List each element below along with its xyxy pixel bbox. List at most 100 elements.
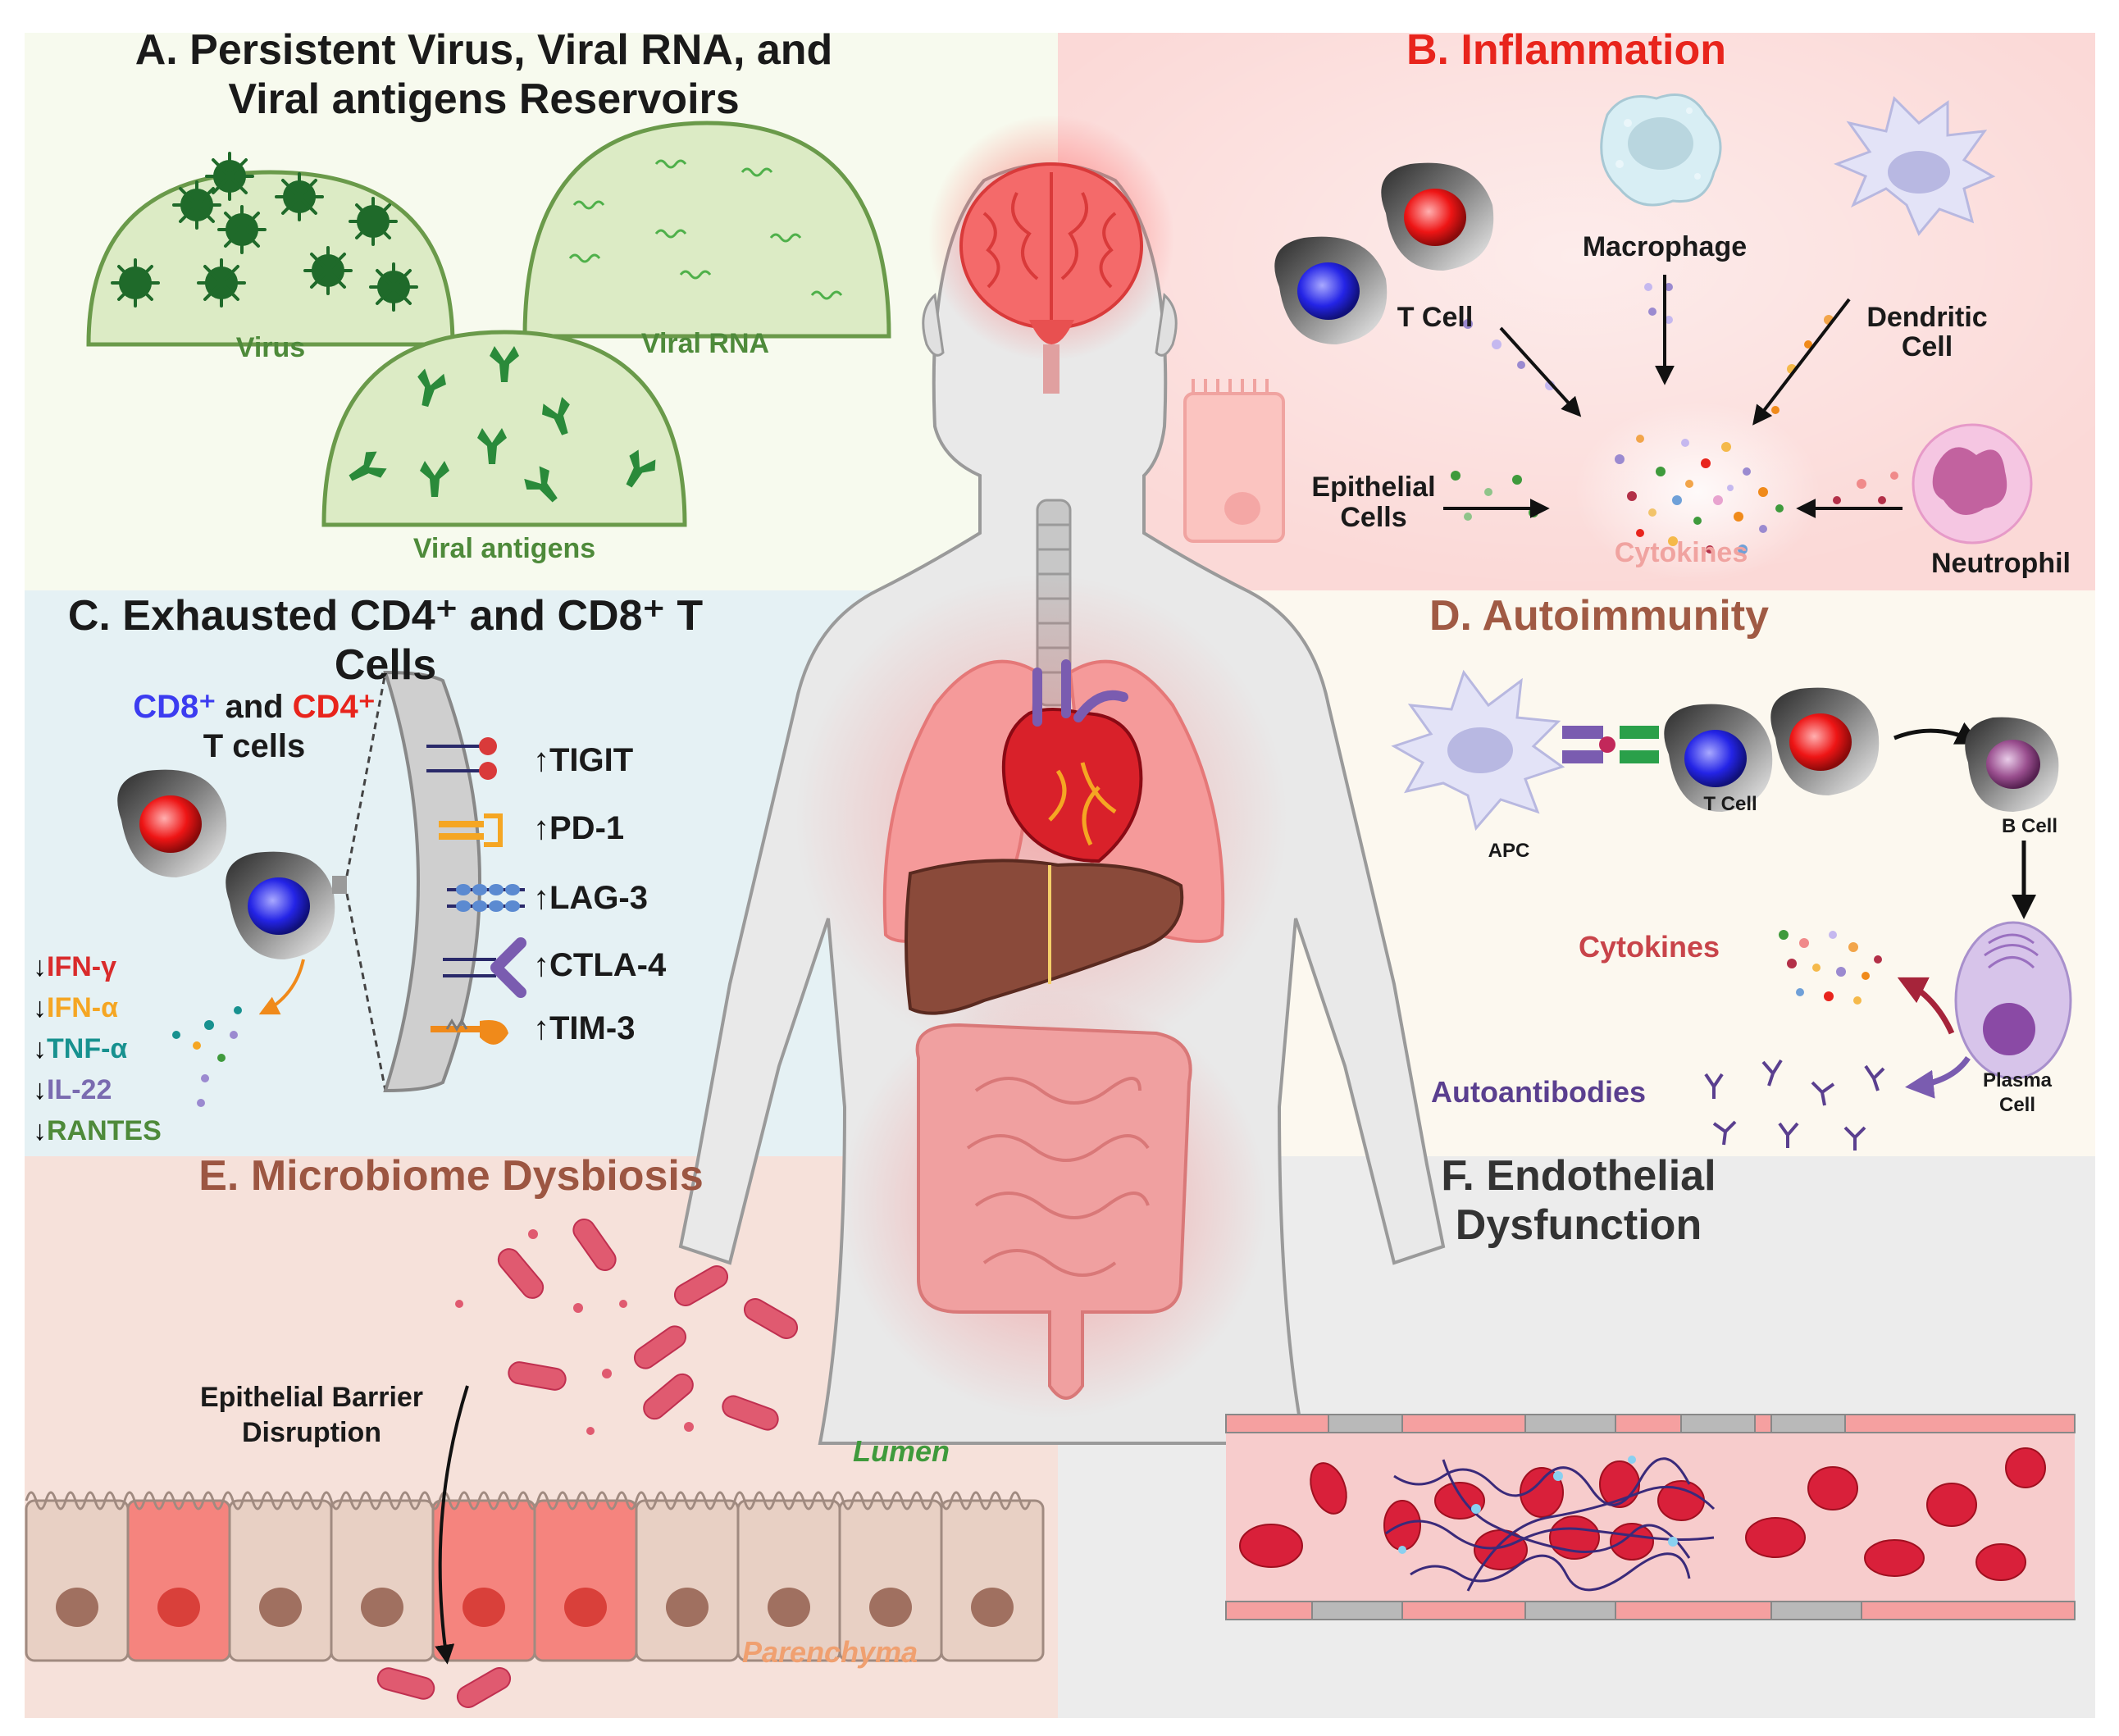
autoantibodies-label: Autoantibodies — [1431, 1075, 1646, 1109]
cytokine-dots — [1615, 435, 1784, 554]
apc-label: APC — [1488, 840, 1530, 862]
ifn-alpha-label: IFN-α — [47, 992, 118, 1023]
bcell-label: B Cell — [2001, 815, 2057, 837]
dendritic-cell-icon — [1833, 96, 1996, 236]
plasma-label-line1: Plasma — [1982, 1069, 2053, 1091]
cd4-label: CD4⁺ — [292, 689, 376, 725]
viral-rna-reservoir — [522, 121, 891, 339]
viral-antigens-label: Viral antigens — [412, 533, 596, 564]
inflammation-arrows — [1443, 275, 1903, 518]
neutrophil-icon — [1912, 423, 2033, 544]
ifn-gamma-label: IFN-γ — [47, 951, 116, 982]
cytokine-source-dots — [1451, 283, 1898, 521]
dendritic-label-line2: Cell — [1901, 331, 1953, 362]
d-tcell-label: T Cell — [1703, 793, 1757, 815]
virus-label: Virus — [235, 332, 306, 363]
down-arrow: ↓ — [33, 951, 47, 982]
mhc-tcr-synapse-icon — [1562, 726, 1659, 763]
marker-ctla4: ↑CTLA-4 — [533, 947, 667, 983]
viral-antigen-reservoir — [321, 330, 687, 527]
macrophage-icon — [1600, 93, 1722, 207]
pd1-receptor-icon — [439, 813, 503, 847]
plasma-cell-icon — [1954, 921, 2072, 1080]
and-label: and — [216, 689, 293, 725]
cytokine-ifn-alpha: ↓IFN-α — [33, 992, 118, 1023]
panel-b-title: B. Inflammation — [1406, 26, 1727, 74]
blood-vessel — [1225, 1414, 2076, 1620]
down-arrow: ↓ — [33, 1074, 47, 1105]
b-cell-icon — [1965, 717, 2059, 812]
panel-d-title: D. Autoimmunity — [1429, 592, 1770, 640]
epithelial-label-line1: Epithelial — [1311, 472, 1436, 503]
brain-icon — [959, 162, 1143, 394]
cd8-label: CD8⁺ — [133, 689, 216, 725]
marker-lag3: ↑LAG-3 — [533, 880, 648, 916]
barrier-label-line2: Disruption — [242, 1417, 381, 1448]
plasma-label-line2: Cell — [1998, 1094, 2035, 1116]
t-cell-cd4-icon — [117, 769, 227, 877]
cytokine-ifn-gamma: ↓IFN-γ — [33, 951, 116, 982]
parenchyma-label: Parenchyma — [742, 1635, 918, 1669]
zoom-cone — [345, 670, 481, 1093]
barrier-label-line1: Epithelial Barrier — [199, 1382, 424, 1413]
cytokine-rantes: ↓RANTES — [33, 1115, 162, 1146]
panel-f-title-line1: F. Endothelial — [1441, 1152, 1716, 1200]
antigen-icons — [349, 346, 656, 503]
panel-a-title-line2: Viral antigens Reservoirs — [228, 75, 740, 123]
rantes-label: RANTES — [47, 1115, 162, 1146]
b-tcell-label: T Cell — [1397, 302, 1474, 333]
autoantibody-icons — [1704, 1059, 1885, 1150]
down-arrow: ↓ — [33, 1115, 47, 1146]
translocation-arrow — [435, 1385, 469, 1665]
rna-strand-icons — [568, 159, 843, 300]
tigit-receptor-icon — [426, 737, 497, 780]
tcells-caption-line1: CD8⁺ and CD4⁺ — [98, 689, 410, 726]
macrophage-label: Macrophage — [1582, 231, 1748, 262]
antibody-release-arrow — [1905, 1055, 1971, 1099]
liver-icon — [905, 859, 1184, 1015]
autoimmune-cytokine-dots — [1779, 930, 1882, 1005]
t-cell-pair-icon — [1664, 687, 1880, 812]
d-cytokines-label: Cytokines — [1579, 930, 1720, 964]
panel-f-title-line2: Dysfunction — [1455, 1201, 1702, 1249]
t-cell-cd8-icon — [226, 851, 347, 959]
virus-reservoir — [86, 152, 455, 347]
ctla4-receptor-icon — [443, 937, 526, 998]
secretion-arrow — [258, 959, 305, 1015]
heart-icon — [1001, 659, 1143, 863]
intestines-icon — [915, 1023, 1192, 1400]
cytokine-tnf-alpha: ↓TNF-α — [33, 1033, 127, 1064]
panel-c-title-line2: Cells — [334, 641, 437, 689]
t-cell-red-icon — [1381, 162, 1494, 271]
down-arrow: ↓ — [33, 992, 47, 1023]
panel-c-title-line1: C. Exhausted CD4⁺ and CD8⁺ T — [67, 592, 704, 640]
panel-e-title: E. Microbiome Dysbiosis — [198, 1152, 704, 1200]
down-arrow: ↓ — [33, 1033, 47, 1064]
cytokines-label: Cytokines — [1614, 537, 1748, 568]
cytokine-release-arrow — [1897, 977, 1955, 1035]
tim3-receptor-icon — [431, 1018, 508, 1045]
cytokine-il22: ↓IL-22 — [33, 1074, 112, 1105]
viral-rna-label: Viral RNA — [640, 328, 770, 359]
lag3-receptor-icon — [447, 884, 525, 912]
marker-pd1: ↑PD-1 — [533, 810, 625, 846]
marker-tigit: ↑TIGIT — [533, 742, 634, 778]
dendritic-label-line1: Dendritic — [1866, 302, 1988, 333]
bacteria-icons — [376, 1218, 799, 1708]
apc-cell-icon — [1391, 669, 1565, 832]
marker-tim3: ↑TIM-3 — [533, 1010, 636, 1046]
tnf-alpha-label: TNF-α — [47, 1033, 128, 1064]
virus-particle-icons — [111, 152, 418, 312]
panel-a-title-line1: A. Persistent Virus, Viral RNA, and — [134, 26, 833, 74]
lumen-label: Lumen — [853, 1434, 950, 1468]
il22-label: IL-22 — [47, 1074, 112, 1105]
neutrophil-label: Neutrophil — [1931, 548, 2071, 579]
tcells-caption-line2: T cells — [203, 728, 306, 764]
t-cell-blue-icon — [1274, 236, 1388, 344]
secreted-cytokine-dots — [172, 1006, 242, 1107]
epithelial-label-line2: Cells — [1340, 502, 1407, 533]
epithelium-row — [25, 1491, 1045, 1662]
cytokine-cloud — [1574, 402, 1821, 582]
